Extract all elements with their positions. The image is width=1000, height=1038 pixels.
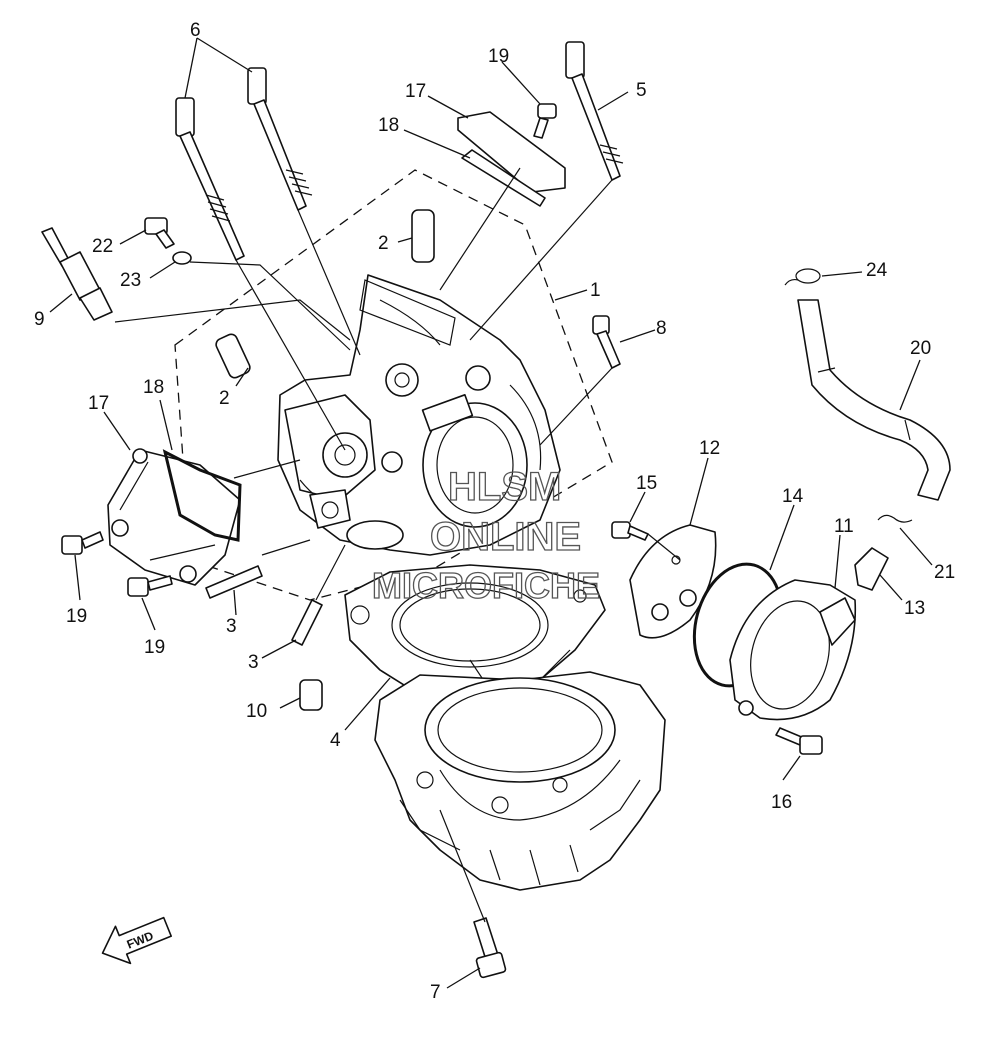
bolt-15 <box>611 521 649 541</box>
cover-17-side <box>107 448 241 586</box>
callout-3-b: 3 <box>248 652 259 673</box>
head-bolt-6-right <box>247 67 313 211</box>
head-bolt-5 <box>565 41 624 181</box>
callout-17-top: 17 <box>405 81 426 102</box>
bolt-8 <box>592 315 621 369</box>
assembly-connection-lines <box>114 167 681 923</box>
gasket-18-side <box>162 449 242 542</box>
callout-1: 1 <box>590 280 601 301</box>
callout-19-side-b: 19 <box>144 637 165 658</box>
callout-15: 15 <box>636 473 657 494</box>
watermark-line-2: ONLINE <box>430 515 581 559</box>
callout-11: 11 <box>834 516 854 537</box>
stud-3-a <box>205 565 263 599</box>
bolt-22 <box>144 217 175 249</box>
callout-9: 9 <box>34 309 45 330</box>
callout-10: 10 <box>246 701 267 722</box>
callout-8: 8 <box>656 318 667 339</box>
callout-18-side: 18 <box>143 377 164 398</box>
callout-6: 6 <box>190 20 201 41</box>
gasket-18-top <box>461 149 546 207</box>
cylinder-head <box>277 274 561 556</box>
callout-18-top: 18 <box>378 115 399 136</box>
callout-14: 14 <box>782 486 804 507</box>
bolt-16 <box>775 727 823 755</box>
fwd-direction-arrow: FWD <box>101 916 172 965</box>
bolt-19-top <box>533 103 557 139</box>
bolt-19-side-b <box>127 575 173 597</box>
washer-23 <box>172 251 192 265</box>
watermark-line-3: MICROFICHE <box>372 565 600 606</box>
callout-24: 24 <box>866 260 888 281</box>
callout-2-top: 2 <box>378 233 389 254</box>
hose-20 <box>797 299 951 501</box>
plate-12 <box>629 524 717 639</box>
watermark: HLSM ONLINE MICROFICHE <box>371 464 600 606</box>
cover-11 <box>729 579 857 721</box>
cylinder-block <box>374 671 666 891</box>
fitting-13 <box>854 547 889 591</box>
clamp-24 <box>784 268 821 286</box>
callout-23: 23 <box>120 270 141 291</box>
callout-5: 5 <box>636 80 647 101</box>
callout-3-a: 3 <box>226 616 237 637</box>
callout-19-top: 19 <box>488 46 509 67</box>
callout-21: 21 <box>934 562 955 583</box>
callout-22: 22 <box>92 236 113 257</box>
watermark-line-1: HLSM <box>448 465 561 509</box>
dowel-pin-2-top <box>411 209 435 263</box>
callout-7: 7 <box>430 982 441 1003</box>
spark-plug-9 <box>41 227 113 321</box>
bolt-19-side-a <box>61 531 104 555</box>
head-gasket <box>344 564 606 701</box>
clamp-21 <box>877 514 913 523</box>
dowel-pin-2-left <box>215 333 251 379</box>
callout-16: 16 <box>771 792 792 813</box>
cover-17-top <box>457 111 566 193</box>
callout-4: 4 <box>330 730 341 751</box>
callout-13: 13 <box>904 598 925 619</box>
callout-17-side: 17 <box>88 393 109 414</box>
head-bolt-6-left <box>175 97 245 261</box>
callout-12: 12 <box>699 438 720 459</box>
callout-20: 20 <box>910 338 931 359</box>
callout-19-side-a: 19 <box>66 606 87 627</box>
bolt-7 <box>473 917 507 979</box>
leader-lines <box>49 37 933 989</box>
callout-2-left: 2 <box>219 388 230 409</box>
callout-numbers: 6 19 5 17 18 2 22 23 9 1 8 24 20 2 17 18… <box>34 20 955 1003</box>
stud-3-b <box>291 599 323 646</box>
dowel-10 <box>299 679 323 711</box>
